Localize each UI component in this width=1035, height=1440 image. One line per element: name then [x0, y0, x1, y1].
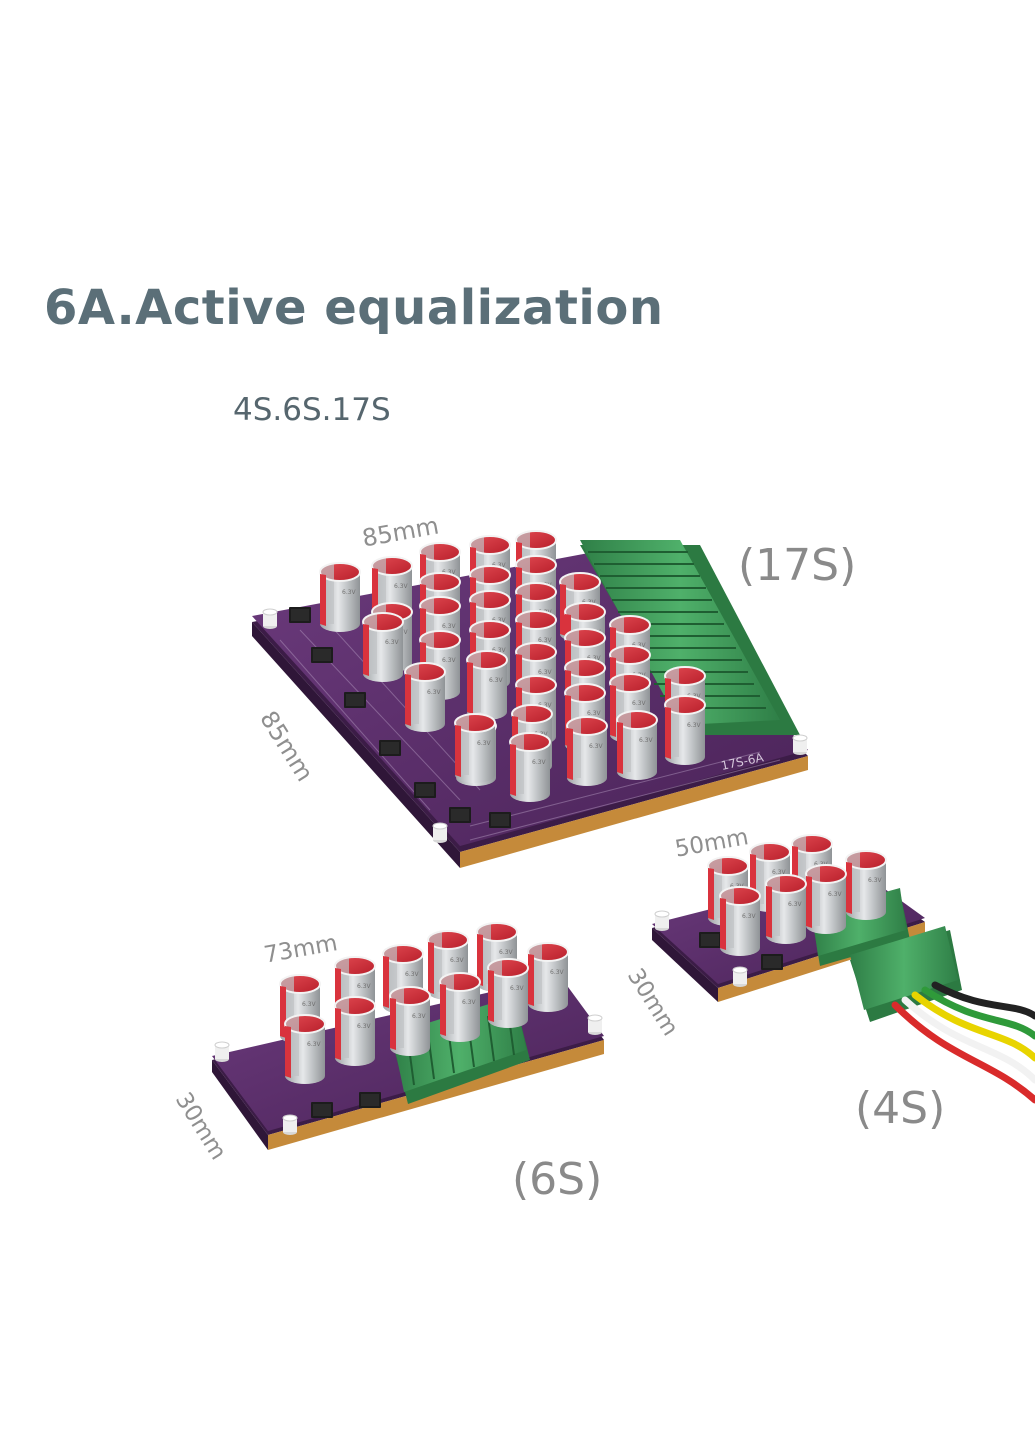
variants-subtitle: 4S.6S.17S [233, 392, 391, 428]
board-6s [212, 922, 604, 1150]
wire-harness [891, 981, 1035, 1104]
board-17s: 17S-6A [252, 530, 808, 868]
variant-label-6s: (6S) [512, 1154, 603, 1205]
page-title: 6A.Active equalization [44, 280, 664, 336]
variant-label-17s: (17S) [738, 540, 857, 591]
board-4s [652, 834, 1035, 1104]
variant-label-4s: (4S) [855, 1083, 946, 1134]
